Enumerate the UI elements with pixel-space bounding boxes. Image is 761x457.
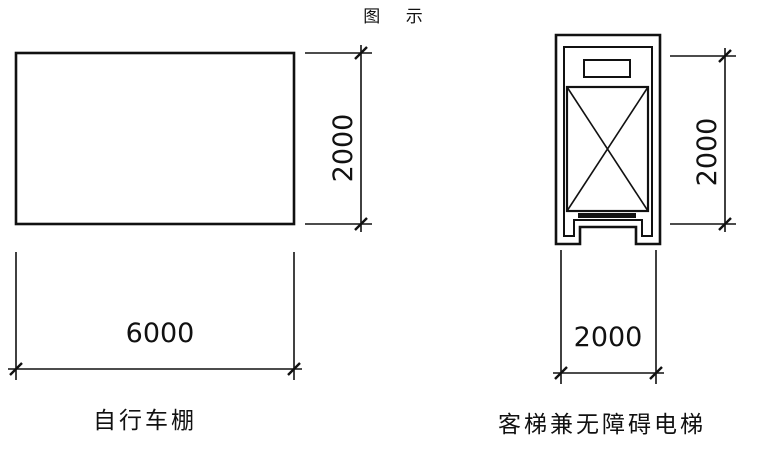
elevator-figure: 2000 2000 客梯兼无障碍电梯 [498,33,736,438]
dimension-tick [718,217,732,231]
bike-shed-width-dimension: 6000 [8,252,302,380]
bike-shed-depth-dimension: 2000 [305,45,372,232]
bike-shed-outline [14,51,296,226]
elevator-shaft-outline [554,33,662,246]
dimension-tick [9,362,23,376]
elevator-counterweight [583,59,631,78]
elevator-depth-label: 2000 [692,118,723,187]
dimension-tick [354,217,368,231]
figure-title: 图 示 [363,7,432,27]
bike-shed-depth-label: 2000 [328,114,359,183]
dimension-tick [354,46,368,60]
elevator-shaft-inner-wall [563,46,653,237]
elevator-width-label: 2000 [574,322,643,353]
dimension-tick [718,49,732,63]
bike-shed-figure: 2000 6000 自行车棚 [8,45,372,434]
elevator-width-dimension: 2000 [553,250,664,384]
dimension-tick [649,366,663,380]
elevator-caption: 客梯兼无障碍电梯 [498,412,706,438]
elevator-depth-dimension: 2000 [670,48,736,232]
elevator-door-sill [578,213,636,218]
bike-shed-caption: 自行车棚 [93,408,197,434]
bike-shed-width-label: 6000 [126,318,195,349]
dimension-tick [554,366,568,380]
dimension-tick [287,362,301,376]
elevator-car-cross [566,86,649,212]
elevator-car [565,85,650,213]
